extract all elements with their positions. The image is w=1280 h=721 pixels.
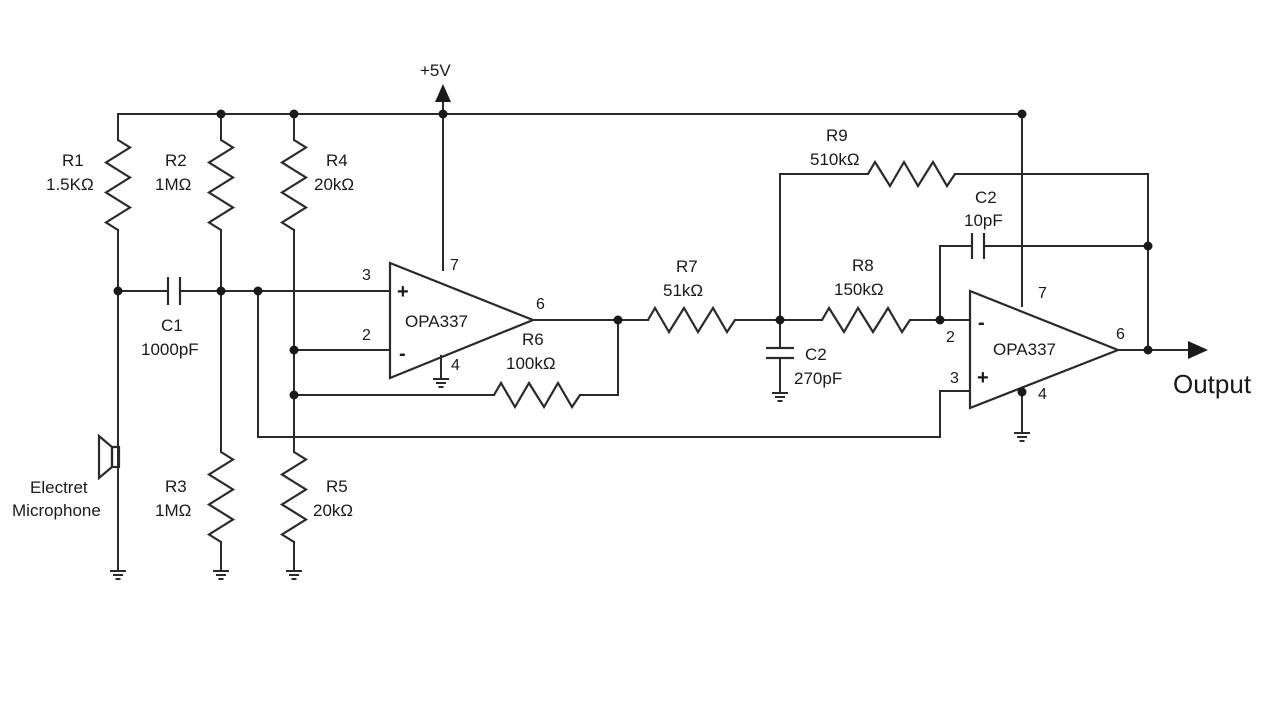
opamp-u1-pin2: 2 bbox=[362, 327, 371, 344]
opamp-u1-minus-sign: - bbox=[399, 343, 406, 365]
c2-10-left-wire bbox=[939, 245, 973, 321]
junction-dot bbox=[289, 345, 299, 355]
r9-left-wire bbox=[779, 173, 869, 321]
junction-dot bbox=[438, 109, 448, 119]
opamp-u1-body bbox=[388, 261, 536, 380]
junction-dot bbox=[1143, 241, 1153, 251]
junction-dot bbox=[113, 286, 123, 296]
component-labels: +5V Output R1 1.5KΩ R2 1MΩ R4 20kΩ C1 10… bbox=[46, 61, 1252, 520]
ground-icon bbox=[110, 565, 126, 580]
opamp-u2: - + OPA337 2 3 7 4 6 bbox=[946, 285, 1125, 410]
r2-value: 1MΩ bbox=[155, 175, 191, 194]
wires bbox=[117, 99, 1191, 567]
ground-icon bbox=[213, 565, 229, 580]
supply-label: +5V bbox=[420, 61, 451, 80]
opamp-u2-pin3: 3 bbox=[950, 370, 959, 387]
r8-ref: R8 bbox=[852, 256, 874, 275]
resistor-r5 bbox=[279, 451, 309, 543]
opamp-u2-pin2: 2 bbox=[946, 329, 955, 346]
capacitor-c1 bbox=[166, 277, 182, 305]
r1-ref: R1 bbox=[62, 151, 84, 170]
r4-value: 20kΩ bbox=[314, 175, 354, 194]
c2-270pf-ref: C2 bbox=[805, 345, 827, 364]
ground-icon bbox=[1014, 432, 1030, 442]
opamp-u1-pin4: 4 bbox=[451, 357, 460, 374]
junction-dots bbox=[113, 109, 1153, 400]
microphone-cone bbox=[97, 433, 114, 481]
r3-value: 1MΩ bbox=[155, 501, 191, 520]
opamp-u1-pin3: 3 bbox=[362, 267, 371, 284]
microphone-label-line1: Electret bbox=[30, 478, 88, 497]
r7-ref: R7 bbox=[676, 257, 698, 276]
ground-symbols bbox=[110, 378, 1030, 580]
c1-value: 1000pF bbox=[141, 340, 199, 359]
opamp-u2-pin6: 6 bbox=[1116, 326, 1125, 343]
junction-dot bbox=[289, 390, 299, 400]
r5-ref: R5 bbox=[326, 477, 348, 496]
r6-right-wire bbox=[579, 319, 619, 396]
supply-arrow-icon bbox=[435, 84, 451, 102]
opamp-u2-pin7: 7 bbox=[1038, 285, 1047, 302]
r7-value: 51kΩ bbox=[663, 281, 703, 300]
r3-ref: R3 bbox=[165, 477, 187, 496]
r9-right-wire bbox=[954, 173, 1149, 351]
r9-ref: R9 bbox=[826, 126, 848, 145]
resistor-r7 bbox=[647, 305, 736, 335]
junction-dot bbox=[613, 315, 623, 325]
bias-line bbox=[257, 290, 971, 438]
opamp-u2-name: OPA337 bbox=[993, 340, 1056, 359]
resistor-r2 bbox=[206, 139, 236, 231]
r1-value: 1.5KΩ bbox=[46, 175, 94, 194]
junction-dot bbox=[1017, 109, 1027, 119]
capacitor-c2-10pf bbox=[970, 233, 986, 259]
opamp-u1: + - OPA337 3 2 7 4 6 bbox=[362, 257, 545, 380]
ground-icon bbox=[433, 378, 449, 388]
r4-ref: R4 bbox=[326, 151, 348, 170]
junction-dot bbox=[935, 315, 945, 325]
output-label: Output bbox=[1173, 369, 1252, 399]
resistors bbox=[103, 139, 956, 543]
opamp-u1-pin6: 6 bbox=[536, 296, 545, 313]
opamp-u1-name: OPA337 bbox=[405, 312, 468, 331]
ground-icon bbox=[286, 565, 302, 580]
r2-ref: R2 bbox=[165, 151, 187, 170]
junction-dot bbox=[1017, 387, 1027, 397]
resistor-r3 bbox=[206, 451, 236, 543]
r6-value: 100kΩ bbox=[506, 354, 556, 373]
opamp-u2-plus-sign: + bbox=[977, 367, 989, 389]
microphone-label-line2: Microphone bbox=[12, 501, 101, 520]
r9-value: 510kΩ bbox=[810, 150, 860, 169]
opamp-u1-plus-sign: + bbox=[397, 281, 409, 303]
junction-dot bbox=[289, 109, 299, 119]
ground-icon bbox=[772, 392, 788, 402]
resistor-r6 bbox=[493, 380, 581, 410]
junction-dot bbox=[1143, 345, 1153, 355]
c2-270pf-value: 270pF bbox=[794, 369, 842, 388]
junction-dot bbox=[775, 315, 785, 325]
r5-value: 20kΩ bbox=[313, 501, 353, 520]
opamp-u2-body bbox=[968, 289, 1121, 410]
junction-dot bbox=[253, 286, 263, 296]
capacitors bbox=[166, 233, 986, 360]
r6-ref: R6 bbox=[522, 330, 544, 349]
capacitor-c2-270pf bbox=[766, 346, 794, 360]
resistor-r4 bbox=[279, 139, 309, 231]
electret-microphone: Electret Microphone bbox=[12, 433, 121, 520]
output-arrow-icon bbox=[1188, 341, 1208, 359]
junction-dot bbox=[216, 109, 226, 119]
r8-value: 150kΩ bbox=[834, 280, 884, 299]
opamp-u1-pin7: 7 bbox=[450, 257, 459, 274]
resistor-r8 bbox=[821, 305, 911, 335]
c2-10pf-ref: C2 bbox=[975, 188, 997, 207]
resistor-r1 bbox=[103, 139, 133, 231]
opamp-u2-pin4: 4 bbox=[1038, 386, 1047, 403]
c2-10pf-value: 10pF bbox=[964, 211, 1003, 230]
c1-ref: C1 bbox=[161, 316, 183, 335]
opamp-u2-minus-sign: - bbox=[978, 312, 985, 334]
junction-dot bbox=[216, 286, 226, 296]
resistor-r9 bbox=[867, 159, 956, 189]
